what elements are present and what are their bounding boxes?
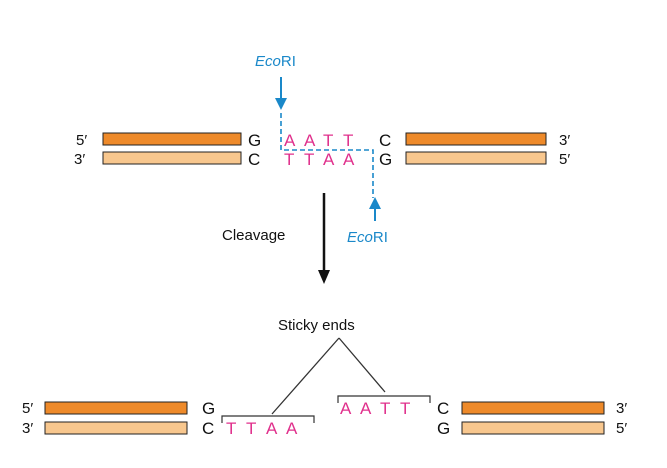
base-top-4: T bbox=[343, 131, 353, 150]
strand-top-left bbox=[102, 132, 242, 146]
frag-right-top-base-1: A bbox=[360, 399, 372, 418]
base-top-2: A bbox=[304, 131, 316, 150]
frag-right-strand-bottom bbox=[461, 421, 605, 435]
label-3prime-bottom-left: 3′ bbox=[74, 151, 85, 168]
base-bottom-1: T bbox=[284, 150, 294, 169]
label-5prime-bottom-right: 5′ bbox=[559, 151, 570, 168]
frag-right-top-base-3: T bbox=[400, 399, 410, 418]
frag-left-bottom-base-4: A bbox=[286, 419, 298, 438]
frag-right-top-base-2: T bbox=[380, 399, 390, 418]
frag-left-bottom-base-1: T bbox=[226, 419, 236, 438]
base-bottom-2: T bbox=[304, 150, 314, 169]
cleavage-cut-line bbox=[280, 113, 374, 198]
frag-left-strand-bottom bbox=[44, 421, 188, 435]
ecori-arrow-bottom-head bbox=[369, 197, 381, 209]
frag-right-top-base-0: A bbox=[340, 399, 352, 418]
frag-left-bottom-base-2: T bbox=[246, 419, 256, 438]
frag-right-strand-top bbox=[461, 401, 605, 415]
frag-right-label-top: 3′ bbox=[616, 400, 627, 417]
cleavage-arrow-head bbox=[318, 270, 330, 284]
frag-left-overhang-bracket bbox=[221, 415, 315, 423]
base-top-0: G bbox=[248, 131, 261, 150]
strand-bottom-right bbox=[405, 151, 547, 165]
frag-left-top-base: G bbox=[202, 399, 215, 418]
label-5prime-top-left: 5′ bbox=[76, 132, 87, 149]
base-bottom-3: A bbox=[323, 150, 335, 169]
frag-right-label-bottom: 5′ bbox=[616, 420, 627, 437]
frag-right-overhang-bracket bbox=[337, 395, 431, 403]
ecori-arrow-top-head bbox=[275, 98, 287, 110]
label-3prime-top-right: 3′ bbox=[559, 132, 570, 149]
sticky-pointer-right bbox=[338, 337, 386, 393]
frag-left-strand-top bbox=[44, 401, 188, 415]
frag-left-label-top: 5′ bbox=[22, 400, 33, 417]
ecori-label-top: EcoRI bbox=[255, 53, 296, 70]
frag-right-bottom-base: G bbox=[437, 419, 450, 438]
base-top-3: T bbox=[323, 131, 333, 150]
base-top-1: A bbox=[284, 131, 296, 150]
frag-left-label-bottom: 3′ bbox=[22, 420, 33, 437]
frag-right-top-base-4: C bbox=[437, 399, 449, 418]
base-bottom-4: A bbox=[343, 150, 355, 169]
base-bottom-5: G bbox=[379, 150, 392, 169]
strand-top-right bbox=[405, 132, 547, 146]
strand-bottom-left bbox=[102, 151, 242, 165]
cleavage-label: Cleavage bbox=[222, 227, 285, 244]
sticky-ends-label: Sticky ends bbox=[278, 317, 355, 334]
base-bottom-0: C bbox=[248, 150, 260, 169]
ecori-label-bottom: EcoRI bbox=[347, 229, 388, 246]
frag-left-bottom-base-0: C bbox=[202, 419, 214, 438]
base-top-5: C bbox=[379, 131, 391, 150]
frag-left-bottom-base-3: A bbox=[266, 419, 278, 438]
sticky-pointer-left bbox=[271, 337, 340, 415]
